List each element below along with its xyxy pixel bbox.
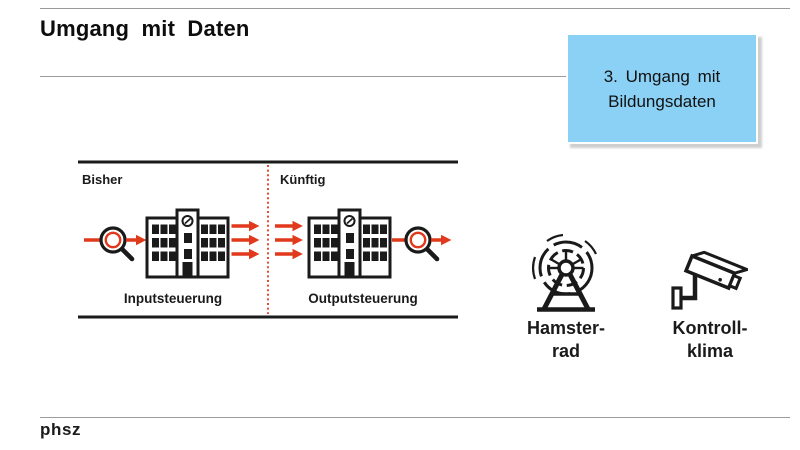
title-divider xyxy=(40,76,566,77)
chapter-callout: 3. Umgang mit Bildungsdaten xyxy=(566,33,758,144)
after-caption: Outputsteuerung xyxy=(308,291,418,306)
before-caption: Inputsteuerung xyxy=(123,291,223,306)
steering-diagram xyxy=(78,160,458,319)
magnifier-lens xyxy=(409,231,427,249)
magnifying-glass-icon xyxy=(99,226,127,254)
control-climate-label-line1: Kontroll- xyxy=(672,318,748,338)
hamster-wheel-label-line1: Hamster- xyxy=(526,318,606,338)
hamster-wheel-label: Hamster- rad xyxy=(501,317,631,363)
magnifier-handle xyxy=(119,246,135,262)
magnifying-glass-icon xyxy=(404,226,432,254)
camera-mount-arm xyxy=(681,275,698,301)
after-label: Künftig xyxy=(280,172,326,187)
control-climate-label-line2: klima xyxy=(686,341,734,361)
footer-divider xyxy=(40,417,790,418)
magnifier-lens xyxy=(104,231,122,249)
top-divider xyxy=(40,8,790,9)
chapter-callout-line2: Bildungsdaten xyxy=(608,91,716,111)
chapter-callout-line1: 3. Umgang mit xyxy=(603,66,721,86)
magnifier-handle xyxy=(424,246,440,262)
camera-body xyxy=(683,250,748,291)
hamster-wheel-label-line2: rad xyxy=(551,341,580,361)
before-label: Bisher xyxy=(82,172,123,187)
phsz-logo: phsz xyxy=(40,420,82,439)
hamster-wheel-icon xyxy=(532,233,597,312)
camera-wall-plate xyxy=(671,286,683,310)
control-climate-label: Kontroll- klima xyxy=(645,317,775,363)
surveillance-camera-icon xyxy=(671,250,748,310)
page-title: Umgang mit Daten xyxy=(40,16,250,41)
